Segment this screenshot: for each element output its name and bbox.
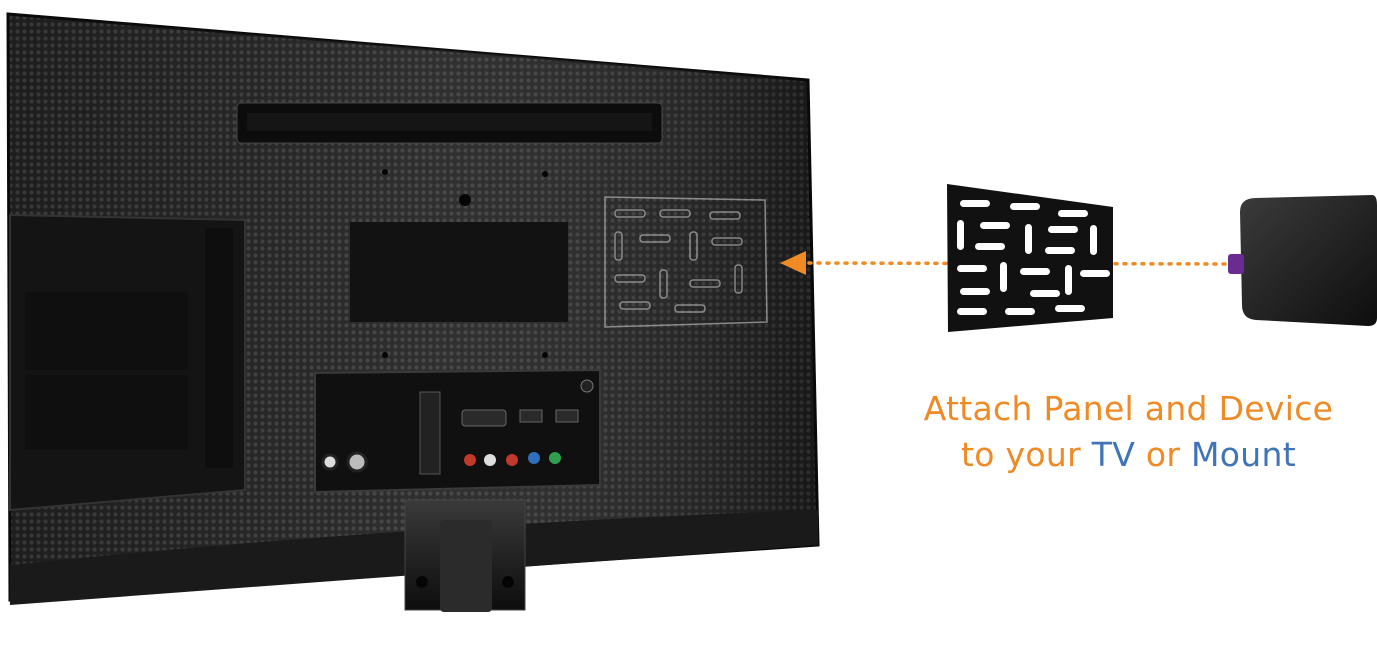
rca-port-green xyxy=(549,452,561,464)
rca-port-red xyxy=(506,454,518,466)
caption-or: or xyxy=(1145,435,1181,474)
arrow-head-icon xyxy=(780,251,806,275)
caption-line-1: Attach Panel and Device xyxy=(923,389,1334,428)
rca-port-blue xyxy=(528,452,540,464)
caption: Attach Panel and Device to your TV or Mo… xyxy=(880,386,1377,478)
hdmi-port xyxy=(519,409,543,423)
caption-tv: TV xyxy=(1091,435,1136,474)
mounting-panel xyxy=(947,184,1113,332)
port-panel xyxy=(314,368,601,494)
caption-line-2: to your TV or Mount xyxy=(880,432,1377,478)
vga-port xyxy=(461,409,507,427)
scart-port xyxy=(419,391,441,475)
rca-port-red xyxy=(464,454,476,466)
screw-hole xyxy=(542,352,548,358)
hdmi-port xyxy=(555,409,579,423)
rca-port-white xyxy=(484,454,496,466)
screw-hole xyxy=(382,352,388,358)
tv-label xyxy=(350,222,568,322)
power-port xyxy=(580,379,594,393)
screw-hole xyxy=(542,171,548,177)
mount-outline xyxy=(604,196,768,328)
antenna-port xyxy=(321,453,339,471)
antenna-port xyxy=(346,451,368,473)
streaming-device xyxy=(1228,195,1377,326)
caption-prefix: to your xyxy=(961,435,1081,474)
screw-hole xyxy=(382,169,388,175)
tv-back xyxy=(6,12,820,612)
device-logo xyxy=(1228,254,1244,274)
screw-hole xyxy=(459,194,471,206)
caption-mount: Mount xyxy=(1191,435,1296,474)
